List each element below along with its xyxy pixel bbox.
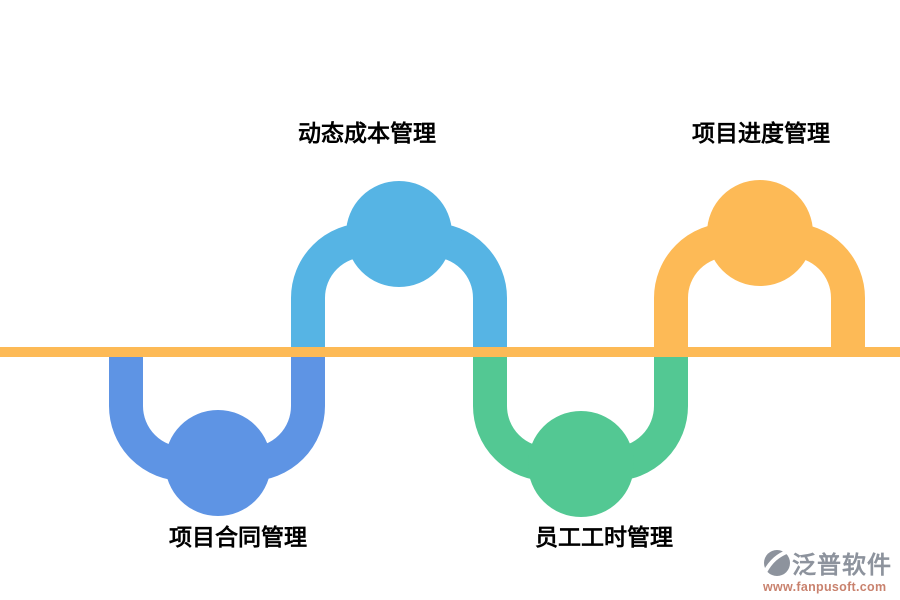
node-circle-hours [528, 411, 634, 517]
brand-name: 泛普软件 [792, 552, 892, 579]
node-label-cost: 动态成本管理 [298, 120, 436, 146]
brand-row: 泛普软件 [763, 545, 892, 580]
brand-url: www.fanpusoft.com [763, 580, 887, 594]
node-label-contract: 项目合同管理 [169, 524, 307, 550]
node-label-hours: 员工工时管理 [535, 524, 673, 550]
node-circle-progress [707, 180, 813, 286]
node-circle-contract [165, 410, 271, 516]
node-label-progress: 项目进度管理 [692, 120, 830, 146]
baseline [0, 347, 900, 357]
fanpu-logo-icon [763, 548, 790, 576]
brand-watermark: 泛普软件 www.fanpusoft.com [763, 545, 897, 594]
node-circle-cost [346, 181, 452, 287]
